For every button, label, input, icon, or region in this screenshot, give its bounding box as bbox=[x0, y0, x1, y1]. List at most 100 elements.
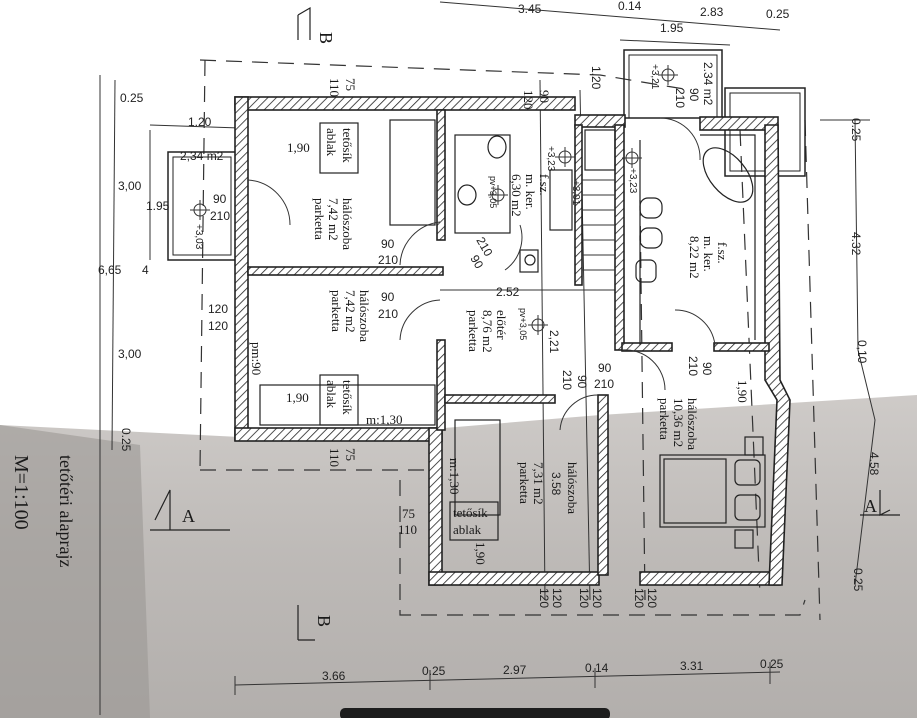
room-bathroom-2: 2.34 m2 90 210 +3,21 +3,23 f.sz. m. ker.… bbox=[627, 62, 730, 279]
room-name-2: m. ker. bbox=[701, 236, 716, 272]
dim-label: 2,21 bbox=[547, 330, 561, 354]
top-dim: 0.14 bbox=[618, 0, 642, 13]
drawing-scale: M=1:100 bbox=[10, 455, 32, 530]
window-dim: 120 bbox=[521, 90, 536, 110]
m-label: m:1,30 bbox=[447, 458, 462, 494]
dim-label: 1.20 bbox=[589, 66, 603, 90]
door-width: 90 bbox=[687, 88, 701, 102]
room-floor: parketta bbox=[657, 398, 672, 440]
room-name: hálószoba bbox=[357, 290, 372, 342]
skylight-label: ablak bbox=[324, 128, 339, 157]
room-hall: 2.52 előtér 8,76 m2 parketta pv+3,05 2,2… bbox=[466, 285, 614, 391]
window-dim: 120 bbox=[645, 588, 659, 608]
door-width: 90 bbox=[575, 375, 589, 389]
walls bbox=[234, 96, 791, 586]
section-a-left: A bbox=[182, 506, 195, 526]
room-area: 10,36 m2 bbox=[671, 398, 686, 447]
bottom-window-dims: 120 120 120 120 120 120 bbox=[537, 588, 659, 608]
top-dim: 3.45 bbox=[518, 2, 542, 16]
room-name: f.sz. bbox=[537, 174, 552, 196]
photo-shadow-dark bbox=[0, 425, 150, 718]
window-dim: 90 bbox=[537, 90, 552, 103]
skylight-boxes bbox=[319, 122, 499, 541]
window-dim: 120 bbox=[208, 302, 228, 316]
top-dim: 2.83 bbox=[700, 5, 724, 19]
bottom-dim: 3.66 bbox=[322, 669, 346, 683]
window-dim: 110 bbox=[398, 522, 417, 537]
room-name: f.sz. bbox=[715, 242, 730, 264]
window-dim: 110 bbox=[327, 78, 342, 97]
photo-edge bbox=[340, 708, 610, 718]
room-floor: parketta bbox=[517, 462, 532, 504]
balcony-level: +3,03 bbox=[193, 224, 204, 250]
bottom-dim: 0.25 bbox=[760, 657, 784, 671]
window-dim: 75 bbox=[402, 506, 415, 521]
door-width: 90 bbox=[381, 237, 395, 251]
bed bbox=[659, 436, 766, 549]
section-b-bottom: B bbox=[314, 615, 334, 627]
left-dim: 0.25 bbox=[119, 428, 133, 452]
skylight-label: tetősík bbox=[340, 380, 355, 415]
window-dim: 120 bbox=[537, 588, 551, 608]
top-dim: 0.25 bbox=[766, 7, 790, 21]
left-dim: 1.20 bbox=[188, 115, 212, 129]
fixtures bbox=[190, 65, 766, 549]
window-dim: 120 bbox=[590, 588, 604, 608]
level-label: +3,23 bbox=[627, 168, 638, 194]
left-dim: 0.25 bbox=[120, 91, 144, 105]
door-height: 210 bbox=[673, 88, 687, 108]
room-area: 7,31 m2 bbox=[531, 462, 546, 505]
height-label: 1,90 bbox=[287, 140, 310, 155]
height-label: 1,90 bbox=[473, 542, 488, 565]
height-label: 1,90 bbox=[735, 380, 750, 403]
room-area: 7,42 m2 bbox=[343, 290, 358, 333]
level-label: +3,01 bbox=[570, 180, 581, 206]
door-width: 90 bbox=[598, 361, 612, 375]
room-name: hálószoba bbox=[685, 398, 700, 450]
room-name: hálószoba bbox=[340, 198, 355, 250]
right-dim: 4.58 bbox=[867, 452, 881, 476]
skylight-label: tetősík bbox=[453, 505, 488, 520]
room-area: 8,76 m2 bbox=[480, 310, 495, 353]
room-bedroom-2: 90 210 hálószoba 7,42 m2 parketta pm:90 … bbox=[249, 290, 402, 467]
left-dim: 6,65 bbox=[98, 263, 122, 277]
skylight-label: ablak bbox=[324, 380, 339, 409]
right-dim: 0.25 bbox=[851, 568, 865, 592]
door-width: 90 bbox=[381, 290, 395, 304]
top-dim: 1.95 bbox=[660, 21, 684, 35]
window-dim: 75 bbox=[343, 78, 358, 91]
m-label: m:1,30 bbox=[366, 412, 402, 427]
left-dim: 4 bbox=[142, 263, 149, 277]
room-name: hálószoba bbox=[565, 462, 580, 514]
right-dim: 4.32 bbox=[849, 232, 863, 256]
balcony-top-right bbox=[623, 49, 806, 177]
room-bedroom-1: 75 110 tetősík ablak 1,90 hálószoba 7,42… bbox=[287, 78, 398, 267]
bottom-dim: 0.14 bbox=[585, 661, 609, 675]
room-area: 7,42 m2 bbox=[326, 198, 341, 241]
level-label: pv+3,05 bbox=[518, 308, 528, 340]
window-dim: 120 bbox=[550, 588, 564, 608]
door-swings bbox=[247, 117, 716, 431]
room-bathroom-1: 90 120 1.20 +3,23 f.sz. m. ker. 6,30 m2 … bbox=[467, 66, 603, 271]
skylight-label: ablak bbox=[453, 522, 482, 537]
room-bedroom-4: m:1,30 7,31 m2 parketta 3.58 hálószoba 7… bbox=[398, 458, 580, 565]
balcony-door-height: 210 bbox=[210, 209, 230, 223]
drawing-title: tetőtéri alaprajz bbox=[56, 455, 76, 567]
door-height: 210 bbox=[378, 307, 398, 321]
stairs bbox=[582, 179, 615, 271]
room-floor: parketta bbox=[312, 198, 327, 240]
room-area: 8,22 m2 bbox=[687, 236, 702, 279]
left-dim: 3,00 bbox=[118, 179, 142, 193]
height-label: 1,90 bbox=[286, 390, 309, 405]
window-dim: 75 bbox=[343, 448, 358, 461]
pm-label: pm:90 bbox=[249, 342, 264, 375]
room-floor: parketta bbox=[466, 310, 481, 352]
window-dim: 110 bbox=[327, 448, 342, 467]
room-bedroom-3: 90 210 1,90 hálószoba 10,36 m2 parketta bbox=[657, 356, 750, 450]
room-floor: parketta bbox=[329, 290, 344, 332]
door-height: 210 bbox=[594, 377, 614, 391]
window-dim: 120 bbox=[632, 588, 646, 608]
level-label: pv+3,05 bbox=[488, 176, 498, 208]
room-area: 6,30 m2 bbox=[509, 174, 524, 217]
